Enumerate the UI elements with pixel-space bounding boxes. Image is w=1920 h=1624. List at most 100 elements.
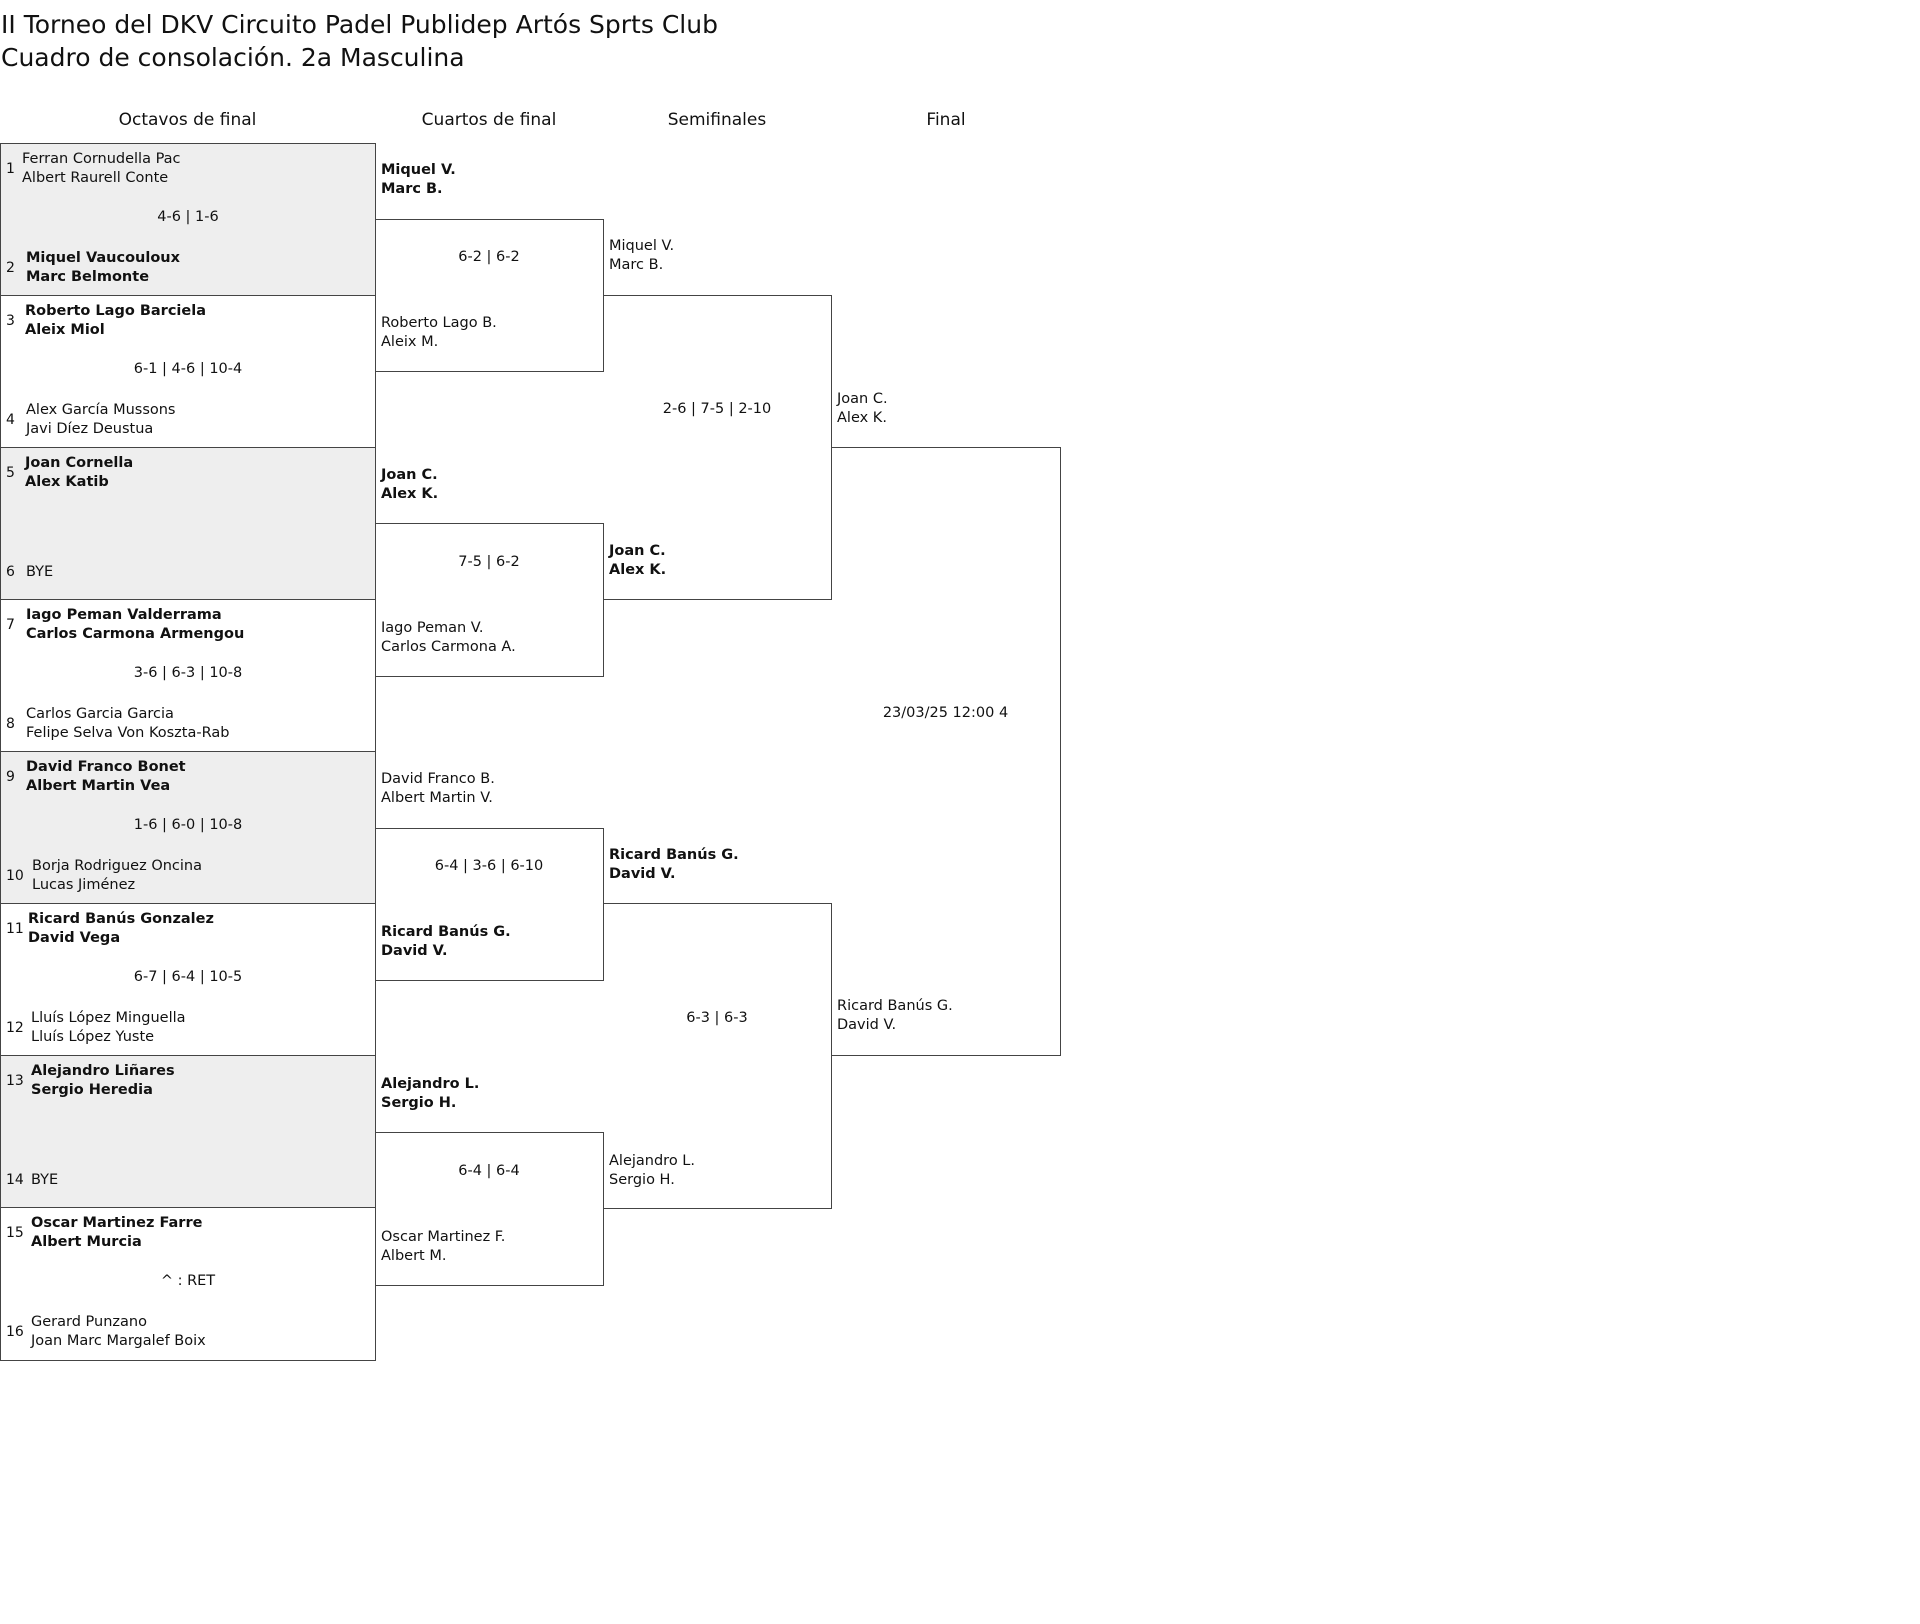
qf-team-a: Joan C. Alex K.	[381, 466, 438, 504]
qf-team-a: Alejandro L. Sergio H.	[381, 1075, 479, 1113]
player-name: Joan C.	[381, 467, 438, 483]
player-name: Javi Díez Deustua	[26, 421, 154, 437]
match-score: 4-6 | 1-6	[157, 209, 219, 225]
player-name: Marc B.	[609, 257, 664, 273]
player-name: Sergio H.	[609, 1172, 675, 1188]
round-header-cuartos: Cuartos de final	[421, 110, 557, 130]
player-name: Joan Marc Margalef Boix	[31, 1333, 206, 1349]
qf-match-box: 6-2 | 6-2 Roberto Lago B. Aleix M.	[375, 219, 604, 372]
seed-number: 14	[6, 1172, 24, 1188]
player-name: Oscar Martinez F.	[381, 1229, 506, 1245]
team-a: Alejandro Liñares Sergio Heredia	[31, 1062, 175, 1100]
player-name: David Franco Bonet	[26, 759, 186, 775]
qf-team-b: Iago Peman V. Carlos Carmona A.	[381, 619, 516, 657]
player-name: Ricard Banús G.	[381, 924, 511, 940]
seed-number: 16	[6, 1324, 24, 1340]
sf-match-box: 2-6 | 7-5 | 2-10 Joan C. Alex K.	[603, 295, 832, 600]
qf-team-b: Oscar Martinez F. Albert M.	[381, 1228, 505, 1266]
sf-team-b: Joan C. Alex K.	[609, 542, 666, 580]
player-name: Lluís López Minguella	[31, 1010, 186, 1026]
player-name: Lucas Jiménez	[32, 877, 136, 893]
team-b: Carlos Garcia Garcia Felipe Selva Von Ko…	[26, 705, 229, 743]
round-header-octavos: Octavos de final	[118, 110, 257, 130]
r16-match: 15 Oscar Martinez Farre Albert Murcia ^ …	[0, 1207, 376, 1361]
page-subtitle: Cuadro de consolación. 2a Masculina	[1, 43, 465, 72]
team-b: Lluís López Minguella Lluís López Yuste	[31, 1009, 186, 1047]
player-name: Albert Martin V.	[381, 790, 493, 806]
seed-number: 7	[6, 617, 15, 633]
qf-team-a: David Franco B. Albert Martin V.	[381, 770, 495, 808]
sf-team-b: Alejandro L. Sergio H.	[609, 1152, 695, 1190]
player-name: Alejandro L.	[609, 1153, 695, 1169]
seed-number: 13	[6, 1073, 24, 1089]
seed-number: 15	[6, 1225, 24, 1241]
seed-number: 6	[6, 564, 15, 580]
seed-number: 9	[6, 769, 15, 785]
player-name: Miquel V.	[609, 238, 675, 254]
seed-number: 2	[6, 260, 15, 276]
team-a: Ferran Cornudella Pac Albert Raurell Con…	[22, 150, 181, 188]
qf-team-a: Miquel V. Marc B.	[381, 161, 456, 199]
r16-match: 5 Joan Cornella Alex Katib 6 BYE	[0, 447, 376, 600]
page-title: II Torneo del DKV Circuito Padel Publide…	[1, 10, 718, 39]
match-score: 6-3 | 6-3	[686, 1010, 748, 1026]
team-b: Alex García Mussons Javi Díez Deustua	[26, 401, 176, 439]
player-name: David V.	[837, 1017, 897, 1033]
match-score: 6-2 | 6-2	[458, 249, 520, 265]
seed-number: 8	[6, 716, 15, 732]
final-match-box: 23/03/25 12:00 4 Ricard Banús G. David V…	[831, 447, 1061, 1056]
sf-match-box: 6-3 | 6-3 Alejandro L. Sergio H.	[603, 903, 832, 1209]
player-name: David V.	[381, 943, 448, 959]
player-name: Alex K.	[837, 410, 887, 426]
player-name: BYE	[26, 564, 54, 580]
player-name: Iago Peman V.	[381, 620, 484, 636]
match-schedule: 23/03/25 12:00 4	[882, 705, 1009, 721]
player-name: Albert Murcia	[31, 1234, 142, 1250]
player-name: Roberto Lago Barciela	[25, 303, 206, 319]
player-name: Felipe Selva Von Koszta-Rab	[26, 725, 230, 741]
player-name: Ricard Banús Gonzalez	[28, 911, 214, 927]
qf-team-b: Ricard Banús G. David V.	[381, 923, 511, 961]
r16-match: 11 Ricard Banús Gonzalez David Vega 6-7 …	[0, 903, 376, 1056]
player-name: Alejandro L.	[381, 1076, 480, 1092]
player-name: Alex K.	[609, 562, 667, 578]
player-name: Carlos Carmona Armengou	[26, 626, 245, 642]
player-name: Carlos Garcia Garcia	[26, 706, 174, 722]
match-score: 6-1 | 4-6 | 10-4	[133, 361, 243, 377]
player-name: Gerard Punzano	[31, 1314, 147, 1330]
player-name: Roberto Lago B.	[381, 315, 497, 331]
seed-number: 4	[6, 412, 15, 428]
player-name: David V.	[609, 866, 676, 882]
player-name: Ricard Banús G.	[837, 998, 953, 1014]
seed-number: 10	[6, 868, 24, 884]
match-score: 2-6 | 7-5 | 2-10	[662, 401, 772, 417]
team-b: Miquel Vaucouloux Marc Belmonte	[26, 249, 180, 287]
player-name: Joan C.	[609, 543, 666, 559]
r16-match: 7 Iago Peman Valderrama Carlos Carmona A…	[0, 599, 376, 752]
qf-match-box: 6-4 | 3-6 | 6-10 Ricard Banús G. David V…	[375, 828, 604, 981]
seed-number: 3	[6, 313, 15, 329]
team-a: David Franco Bonet Albert Martin Vea	[26, 758, 186, 796]
team-a: Oscar Martinez Farre Albert Murcia	[31, 1214, 202, 1252]
player-name: Miquel V.	[381, 162, 456, 178]
player-name: BYE	[31, 1172, 59, 1188]
team-b: Borja Rodriguez Oncina Lucas Jiménez	[32, 857, 202, 895]
sf-team-a: Ricard Banús G. David V.	[609, 846, 739, 884]
seed-number: 12	[6, 1020, 24, 1036]
player-name: David Vega	[28, 930, 121, 946]
player-name: Alex García Mussons	[26, 402, 176, 418]
player-name: Albert M.	[381, 1248, 447, 1264]
player-name: Miquel Vaucouloux	[26, 250, 180, 266]
qf-match-box: 6-4 | 6-4 Oscar Martinez F. Albert M.	[375, 1132, 604, 1286]
match-score: 3-6 | 6-3 | 10-8	[133, 665, 243, 681]
player-name: Aleix M.	[381, 334, 439, 350]
match-score: 7-5 | 6-2	[458, 554, 520, 570]
player-name: Ferran Cornudella Pac	[22, 151, 181, 167]
match-score: ^ : RET	[160, 1273, 216, 1289]
round-header-final: Final	[926, 110, 966, 130]
player-name: Alex K.	[381, 486, 439, 502]
player-name: Albert Raurell Conte	[22, 170, 169, 186]
sf-team-a: Miquel V. Marc B.	[609, 237, 674, 275]
final-team-b: Ricard Banús G. David V.	[837, 997, 953, 1035]
seed-number: 5	[6, 465, 15, 481]
